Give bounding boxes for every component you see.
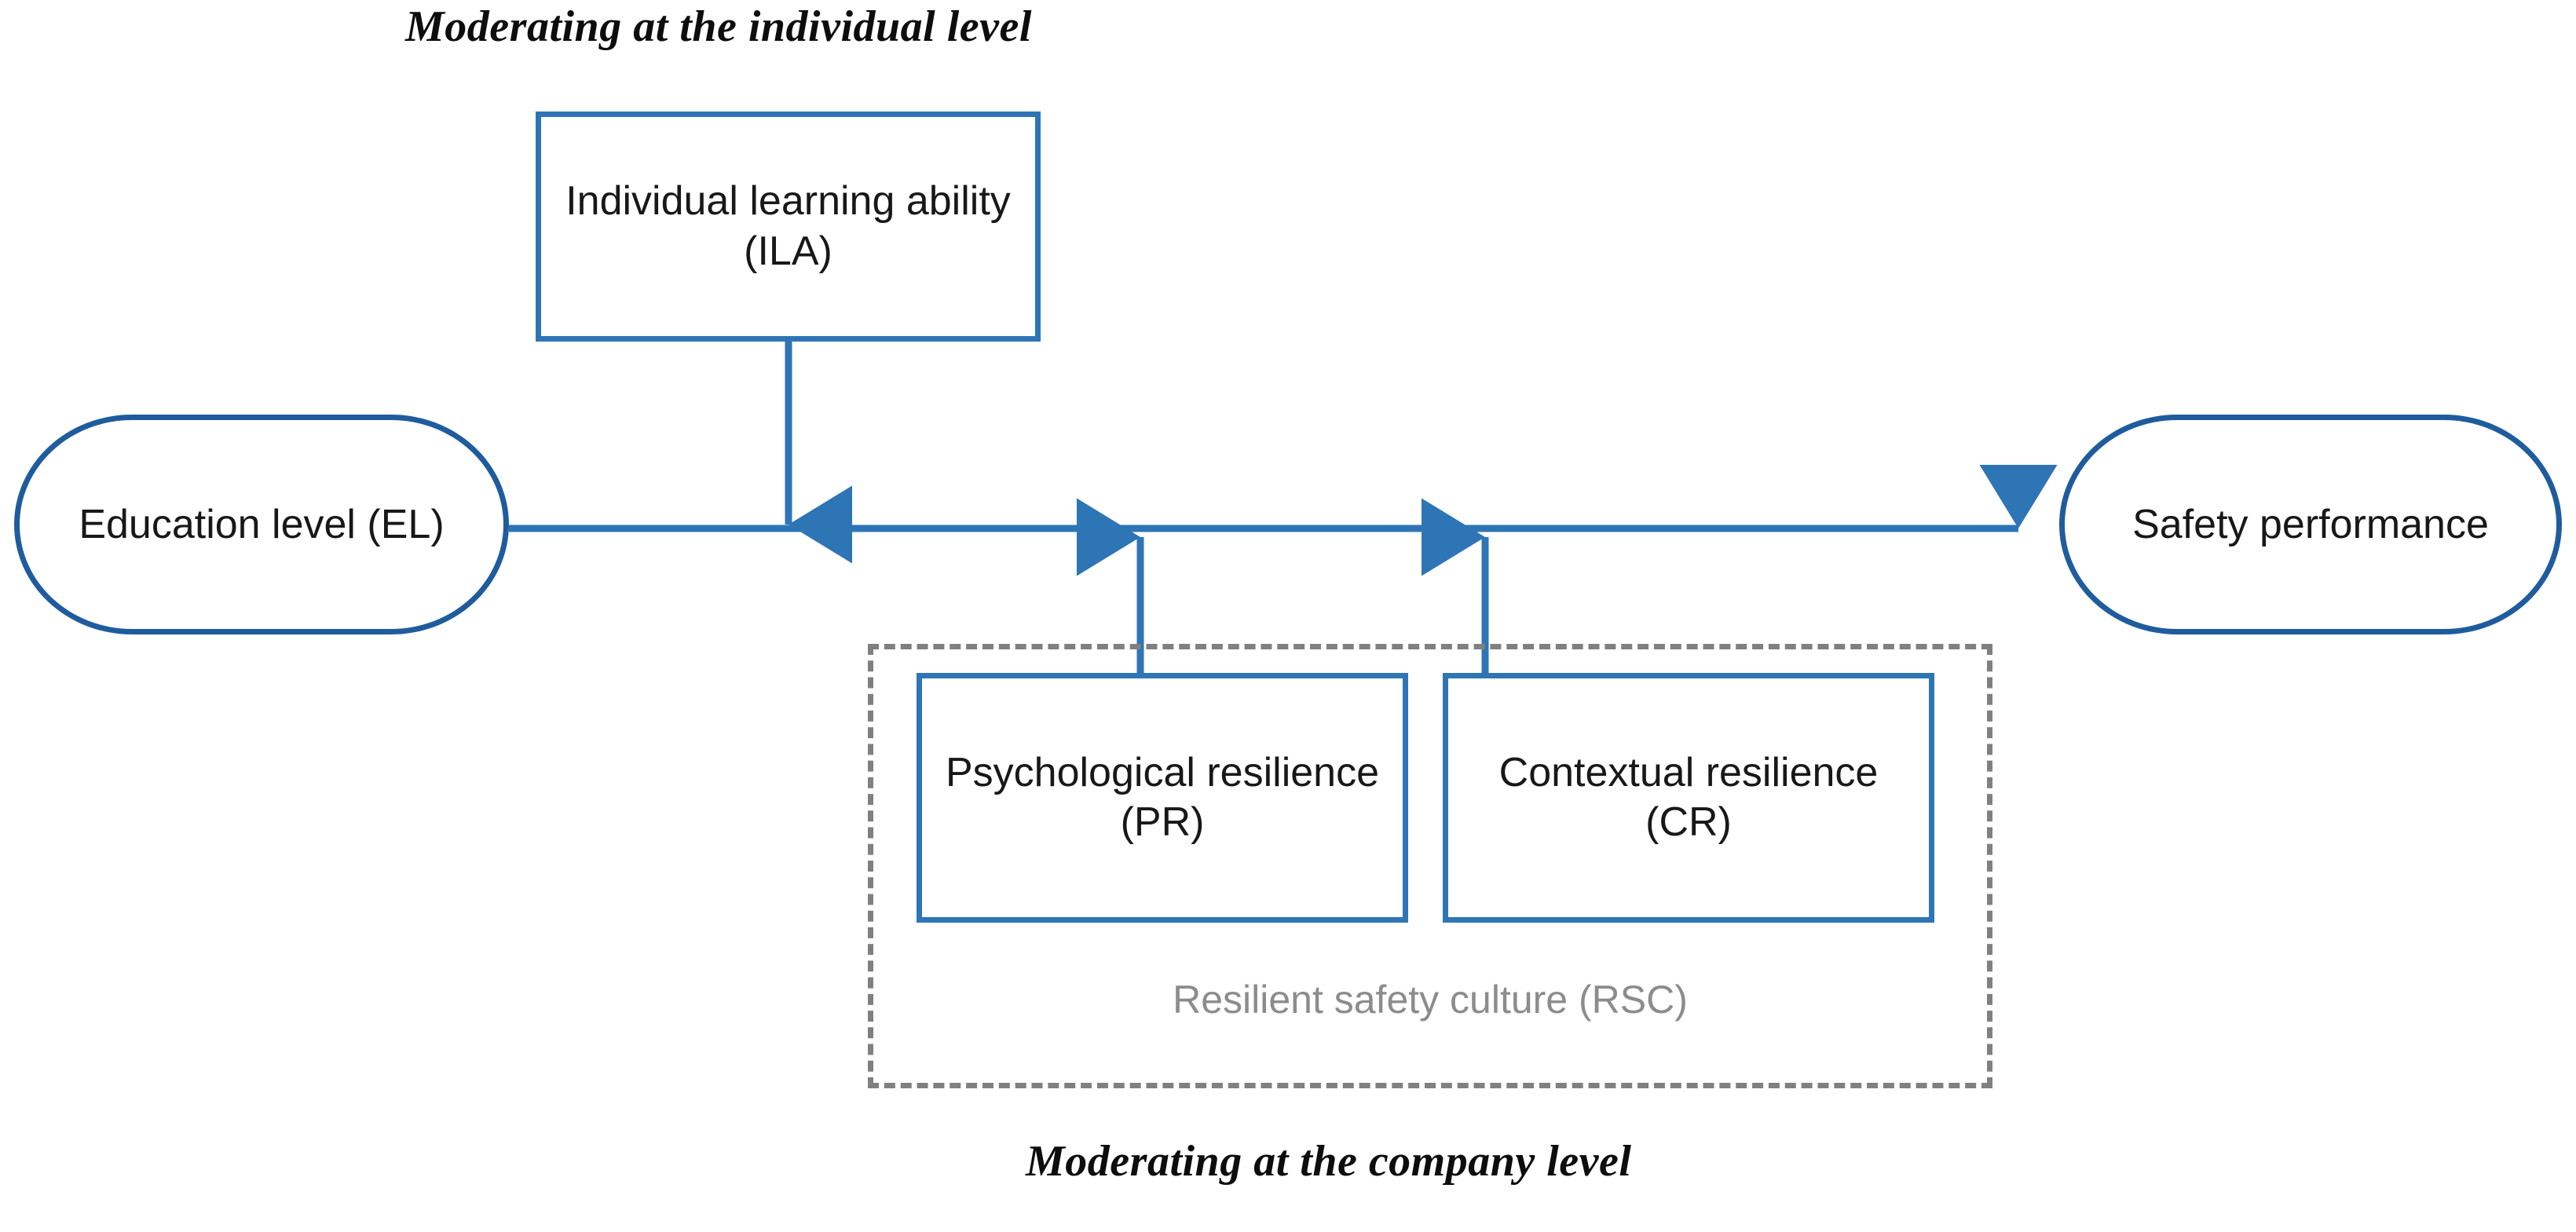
moderating-company-level-caption: Moderating at the company level — [1026, 1137, 1632, 1186]
node-individual-learning-ability[interactable]: Individual learning ability (ILA) — [536, 112, 1041, 342]
node-contextual-resilience[interactable]: Contextual resilience (CR) — [1443, 673, 1934, 923]
node-education-level-label: Education level (EL) — [79, 501, 445, 547]
node-safety-performance[interactable]: Safety performance — [2059, 415, 2562, 634]
node-psychological-resilience[interactable]: Psychological resilience (PR) — [917, 673, 1408, 923]
node-psychological-resilience-label: Psychological resilience (PR) — [945, 749, 1380, 845]
node-contextual-resilience-label: Contextual resilience (CR) — [1498, 749, 1879, 845]
group-resilient-safety-culture — [868, 644, 1992, 1088]
node-safety-performance-label: Safety performance — [2132, 501, 2489, 547]
node-individual-learning-ability-label: Individual learning ability (ILA) — [565, 178, 1011, 274]
node-education-level[interactable]: Education level (EL) — [14, 415, 509, 634]
moderating-individual-level-caption: Moderating at the individual level — [405, 2, 1032, 51]
group-resilient-safety-culture-label: Resilient safety culture (RSC) — [1173, 978, 1688, 1022]
